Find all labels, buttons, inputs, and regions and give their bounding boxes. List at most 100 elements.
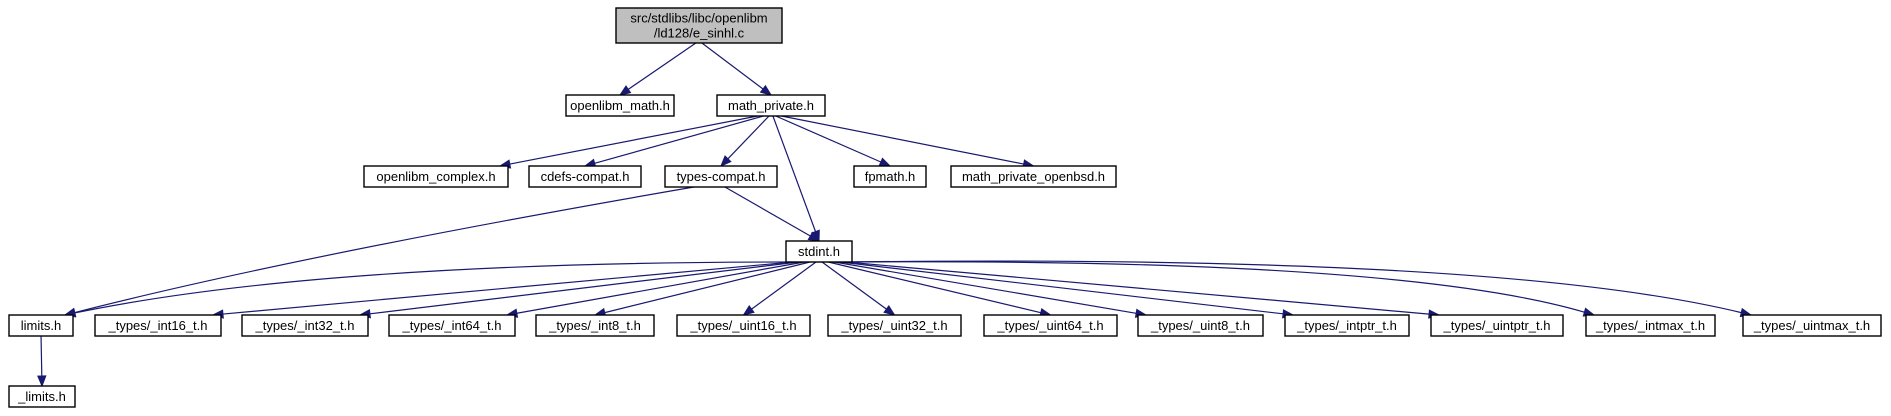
node-types-compat-h[interactable]: types-compat.h: [664, 165, 778, 188]
edge-limits-to-limits: [37, 335, 47, 388]
node-label: limits.h: [21, 318, 61, 333]
node-types-intptr-t-h[interactable]: _types/_intptr_t.h: [1284, 314, 1410, 337]
edge-stdint-to-int64: [505, 261, 805, 318]
node-label: src/stdlibs/libc/openlibm: [630, 11, 767, 26]
node-types-int64-t-h[interactable]: _types/_int64_t.h: [388, 314, 516, 337]
node-types-int32-t-h[interactable]: _types/_int32_t.h: [241, 314, 369, 337]
node-stdint-h[interactable]: stdint.h: [785, 240, 853, 263]
node-label: cdefs-compat.h: [541, 169, 630, 184]
arrowhead-icon: [878, 157, 892, 167]
arrowhead-icon: [742, 304, 755, 316]
node-limits-h[interactable]: _limits.h: [8, 385, 76, 408]
node-label: _types/_uint8_t.h: [1150, 318, 1250, 333]
node-box: [664, 165, 778, 188]
node-box: [94, 314, 222, 337]
node-types-intmax-t-h[interactable]: _types/_intmax_t.h: [1585, 314, 1716, 337]
node-box: [853, 165, 927, 188]
edge-math-private-to-cdefs-compat: [583, 115, 764, 168]
node-box: [785, 240, 853, 263]
edge-math-private-to-fpmath: [775, 115, 892, 167]
node-box: [8, 385, 76, 408]
node-label: openlibm_complex.h: [376, 169, 495, 184]
edge-stdint-to-intptr: [840, 261, 1295, 319]
edge-types-compat-to-limits: [63, 186, 694, 317]
node-box: [363, 165, 509, 188]
edge-root-to-math-private: [701, 42, 773, 96]
node-label: math_private_openbsd.h: [962, 169, 1105, 184]
node-label: _types/_intmax_t.h: [1595, 318, 1705, 333]
node-types-int8-t-h[interactable]: _types/_int8_t.h: [535, 314, 655, 337]
arrowhead-icon: [720, 155, 732, 167]
edge-stdint-to-limits: [63, 261, 793, 318]
node-box: [1430, 314, 1564, 337]
node-types-uint16-t-h[interactable]: _types/_uint16_t.h: [676, 314, 811, 337]
node-fpmath-h[interactable]: fpmath.h: [853, 165, 927, 188]
node-types-uint32-t-h[interactable]: _types/_uint32_t.h: [827, 314, 962, 337]
edge-stdint-to-uint16: [742, 261, 817, 316]
node-label: /ld128/e_sinhl.c: [654, 26, 745, 41]
node-limits-h[interactable]: limits.h: [8, 314, 74, 337]
node-openlibm-math-h[interactable]: openlibm_math.h: [565, 94, 675, 117]
node-box: [1137, 314, 1264, 337]
edge-stdint-to-int16: [211, 261, 793, 319]
edge-stdint-to-uintptr: [845, 261, 1441, 319]
node-label: _types/_uint16_t.h: [689, 318, 796, 333]
node-types-uintmax-t-h[interactable]: _types/_uintmax_t.h: [1742, 314, 1882, 337]
node-box: [8, 314, 74, 337]
node-label: math_private.h: [728, 98, 814, 113]
arrowhead-icon: [759, 84, 773, 96]
node-box: [388, 314, 516, 337]
edge-root-to-openlibm-math: [618, 42, 697, 96]
node-box: [950, 165, 1117, 188]
node-types-uint8-t-h[interactable]: _types/_uint8_t.h: [1137, 314, 1264, 337]
node-label: _types/_intptr_t.h: [1296, 318, 1397, 333]
node-box: [565, 94, 675, 117]
node-box: [716, 94, 826, 117]
node-label: _types/_int32_t.h: [254, 318, 354, 333]
node-cdefs-compat-h[interactable]: cdefs-compat.h: [528, 165, 642, 188]
arrowhead-icon: [37, 375, 47, 388]
node-label: _types/_uint64_t.h: [996, 318, 1103, 333]
node-label: _limits.h: [17, 389, 66, 404]
node-box: [1284, 314, 1410, 337]
node-box: [676, 314, 811, 337]
edge-math-private-to-openlibm-complex: [498, 115, 758, 169]
edge-stdint-to-int32: [358, 261, 799, 319]
node-label: openlibm_math.h: [570, 98, 670, 113]
edge-stdint-to-intmax: [845, 261, 1596, 317]
arrowhead-icon: [883, 304, 896, 316]
node-label: _types/_uintmax_t.h: [1753, 318, 1870, 333]
edge-math-private-to-types-compat: [720, 115, 770, 167]
node-label: types-compat.h: [677, 169, 766, 184]
node-label: _types/_int16_t.h: [107, 318, 207, 333]
node-src-stdlibs-libc-openlibm-ld128-e-sinhl-c[interactable]: src/stdlibs/libc/openlibm/ld128/e_sinhl.…: [615, 7, 783, 44]
edge-stdint-to-uint8: [834, 261, 1148, 318]
node-math-private-h[interactable]: math_private.h: [716, 94, 826, 117]
arrowhead-icon: [618, 85, 632, 96]
node-box: [535, 314, 655, 337]
node-box: [1742, 314, 1882, 337]
edge-types-compat-to-stdint: [724, 186, 821, 242]
node-math-private-openbsd-h[interactable]: math_private_openbsd.h: [950, 165, 1117, 188]
node-types-uintptr-t-h[interactable]: _types/_uintptr_t.h: [1430, 314, 1564, 337]
node-box: [528, 165, 642, 188]
nodes-layer: src/stdlibs/libc/openlibm/ld128/e_sinhl.…: [8, 7, 1882, 408]
node-box: [615, 7, 783, 44]
node-label: _types/_uint32_t.h: [840, 318, 947, 333]
node-box: [1585, 314, 1716, 337]
edge-stdint-to-uintmax: [845, 260, 1753, 318]
node-label: _types/_uintptr_t.h: [1443, 318, 1551, 333]
node-label: _types/_int64_t.h: [401, 318, 501, 333]
node-box: [241, 314, 369, 337]
node-box: [983, 314, 1118, 337]
edge-math-private-to-math-private-openbsd: [781, 115, 1035, 169]
node-types-uint64-t-h[interactable]: _types/_uint64_t.h: [983, 314, 1118, 337]
node-types-int16-t-h[interactable]: _types/_int16_t.h: [94, 314, 222, 337]
node-label: stdint.h: [798, 244, 840, 259]
node-box: [827, 314, 962, 337]
edge-math-private-to-stdint: [772, 115, 820, 243]
edge-stdint-to-uint32: [821, 261, 896, 316]
node-label: fpmath.h: [865, 169, 916, 184]
node-openlibm-complex-h[interactable]: openlibm_complex.h: [363, 165, 509, 188]
